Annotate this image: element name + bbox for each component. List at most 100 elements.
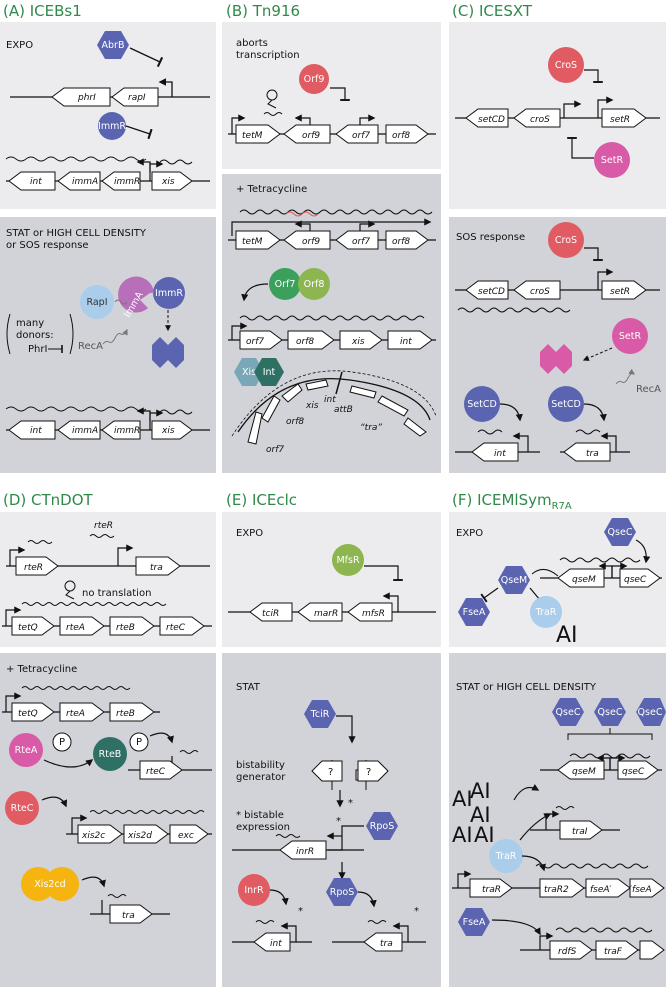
svg-text:orf8: orf8 xyxy=(296,337,314,347)
xis2cd-protein-a xyxy=(21,867,55,901)
svg-text:orf9: orf9 xyxy=(302,237,320,247)
xis-protein xyxy=(234,358,264,386)
svg-text:*: * xyxy=(298,906,303,917)
orf8-protein xyxy=(298,268,330,300)
svg-text:tra: tra xyxy=(150,563,163,573)
svg-text:P: P xyxy=(59,737,65,748)
svg-text:* bistable: * bistable xyxy=(236,810,284,821)
autoinducer-label: AI xyxy=(556,623,578,648)
svg-text:“tra”: “tra” xyxy=(360,423,382,433)
svg-text:TraR: TraR xyxy=(535,607,557,618)
mfsr-protein xyxy=(332,544,364,576)
setr-protein xyxy=(594,142,630,178)
immr-cleaved xyxy=(152,337,184,368)
panel-b-title: (B) Tn916 xyxy=(226,2,300,20)
svg-text:Orf9: Orf9 xyxy=(304,74,325,85)
svg-text:transcription: transcription xyxy=(236,50,300,61)
svg-text:rteB: rteB xyxy=(116,623,135,633)
gene-int xyxy=(8,171,56,191)
svg-text:QseC: QseC xyxy=(556,707,581,718)
svg-text:xis: xis xyxy=(161,426,175,436)
expo-label: EXPO xyxy=(6,40,33,51)
svg-text:orf7: orf7 xyxy=(352,237,370,247)
immr-protein-2 xyxy=(153,277,185,309)
orf9-protein xyxy=(299,64,329,94)
panel-a-title: (A) ICEBs1 xyxy=(3,2,82,20)
svg-text:or SOS response: or SOS response xyxy=(6,240,89,251)
svg-text:InrR: InrR xyxy=(244,885,264,896)
svg-text:qseC: qseC xyxy=(624,575,647,585)
svg-text:setR: setR xyxy=(610,287,630,297)
svg-text:EXPO: EXPO xyxy=(236,528,263,539)
svg-text:MfsR: MfsR xyxy=(336,555,359,566)
svg-text:traF: traF xyxy=(604,947,623,957)
svg-text:setR: setR xyxy=(610,115,630,125)
svg-text:rteC: rteC xyxy=(146,767,166,777)
panel-d-title: (D) CTnDOT xyxy=(3,491,94,509)
svg-text:AI: AI xyxy=(470,779,491,803)
svg-text:xis2c: xis2c xyxy=(81,831,105,841)
int-protein xyxy=(254,358,284,386)
rteb-protein xyxy=(93,737,127,771)
svg-text:rteR: rteR xyxy=(94,521,113,531)
svg-text:int: int xyxy=(324,395,336,405)
svg-text:RteC: RteC xyxy=(11,803,34,814)
svg-text:Orf7: Orf7 xyxy=(275,279,296,290)
panel-b-bottom: + Tetracycline tetM orf9 orf7 orf8 Orf7 … xyxy=(228,184,437,455)
svg-text:FseA: FseA xyxy=(463,917,486,928)
svg-text:AI: AI xyxy=(474,823,495,847)
rtea-protein xyxy=(9,733,43,767)
svg-text:*: * xyxy=(348,798,353,809)
panel-c-bottom: SOS response CroS setCD croS setR SetR R… xyxy=(455,222,661,462)
svg-text:attB: attB xyxy=(334,405,353,415)
panel-a-top: EXPO phrI rapI AbrB ImmR int immA immR x… xyxy=(5,31,210,191)
phosphate-1 xyxy=(52,732,72,752)
svg-text:traI: traI xyxy=(572,827,588,837)
abrb-protein xyxy=(97,31,129,59)
svg-text:exc: exc xyxy=(178,831,194,841)
setcd-protein xyxy=(464,386,500,422)
svg-text:tra: tra xyxy=(380,939,393,949)
imma-protein xyxy=(118,276,154,313)
rapi-protein xyxy=(80,285,114,319)
svg-text:SetCD: SetCD xyxy=(551,399,581,410)
svg-text:setCD: setCD xyxy=(478,287,505,297)
svg-text:orf9: orf9 xyxy=(302,131,320,141)
svg-text:ImmR: ImmR xyxy=(98,121,126,132)
tcir-protein xyxy=(304,700,336,728)
svg-text:orf8: orf8 xyxy=(392,237,410,247)
svg-text:QseM: QseM xyxy=(501,575,527,586)
svg-text:croS: croS xyxy=(530,115,550,125)
panel-c-title: (C) ICESXT xyxy=(452,2,533,20)
svg-text:AI: AI xyxy=(452,823,473,847)
svg-text:*: * xyxy=(336,816,341,827)
svg-text:+ Tetracycline: + Tetracycline xyxy=(6,664,77,675)
svg-text:STAT or HIGH CELL DENSITY: STAT or HIGH CELL DENSITY xyxy=(456,682,597,693)
svg-text:′fseA: ′fseA xyxy=(630,885,652,895)
svg-text:int: int xyxy=(30,177,42,187)
svg-text:SetR: SetR xyxy=(619,331,642,342)
svg-text:AI: AI xyxy=(470,803,491,827)
svg-text:setCD: setCD xyxy=(478,115,505,125)
svg-text:CroS: CroS xyxy=(555,235,577,246)
svg-text:TciR: TciR xyxy=(310,709,330,720)
xis2cd-protein-b xyxy=(45,867,79,901)
svg-text:mfsR: mfsR xyxy=(362,609,385,619)
svg-text:orf7: orf7 xyxy=(352,131,370,141)
svg-text:?: ? xyxy=(366,767,371,778)
svg-text:Orf8: Orf8 xyxy=(304,279,325,290)
svg-text:orf8: orf8 xyxy=(286,417,304,427)
svg-text:traR: traR xyxy=(482,885,501,895)
inrr-protein xyxy=(238,874,270,906)
svg-text:xis: xis xyxy=(351,337,365,347)
svg-text:CroS: CroS xyxy=(555,60,577,71)
immr-protein xyxy=(98,112,126,140)
svg-text:?: ? xyxy=(328,767,333,778)
svg-text:fseA′: fseA′ xyxy=(590,885,612,895)
panel-f-top: EXPO QseC qseM qseC QseM FseA TraR AI xyxy=(456,518,662,648)
svg-text:*: * xyxy=(414,906,419,917)
svg-text:RecA: RecA xyxy=(636,384,661,395)
svg-text:rteC: rteC xyxy=(166,623,186,633)
gene-rapi xyxy=(111,87,159,107)
